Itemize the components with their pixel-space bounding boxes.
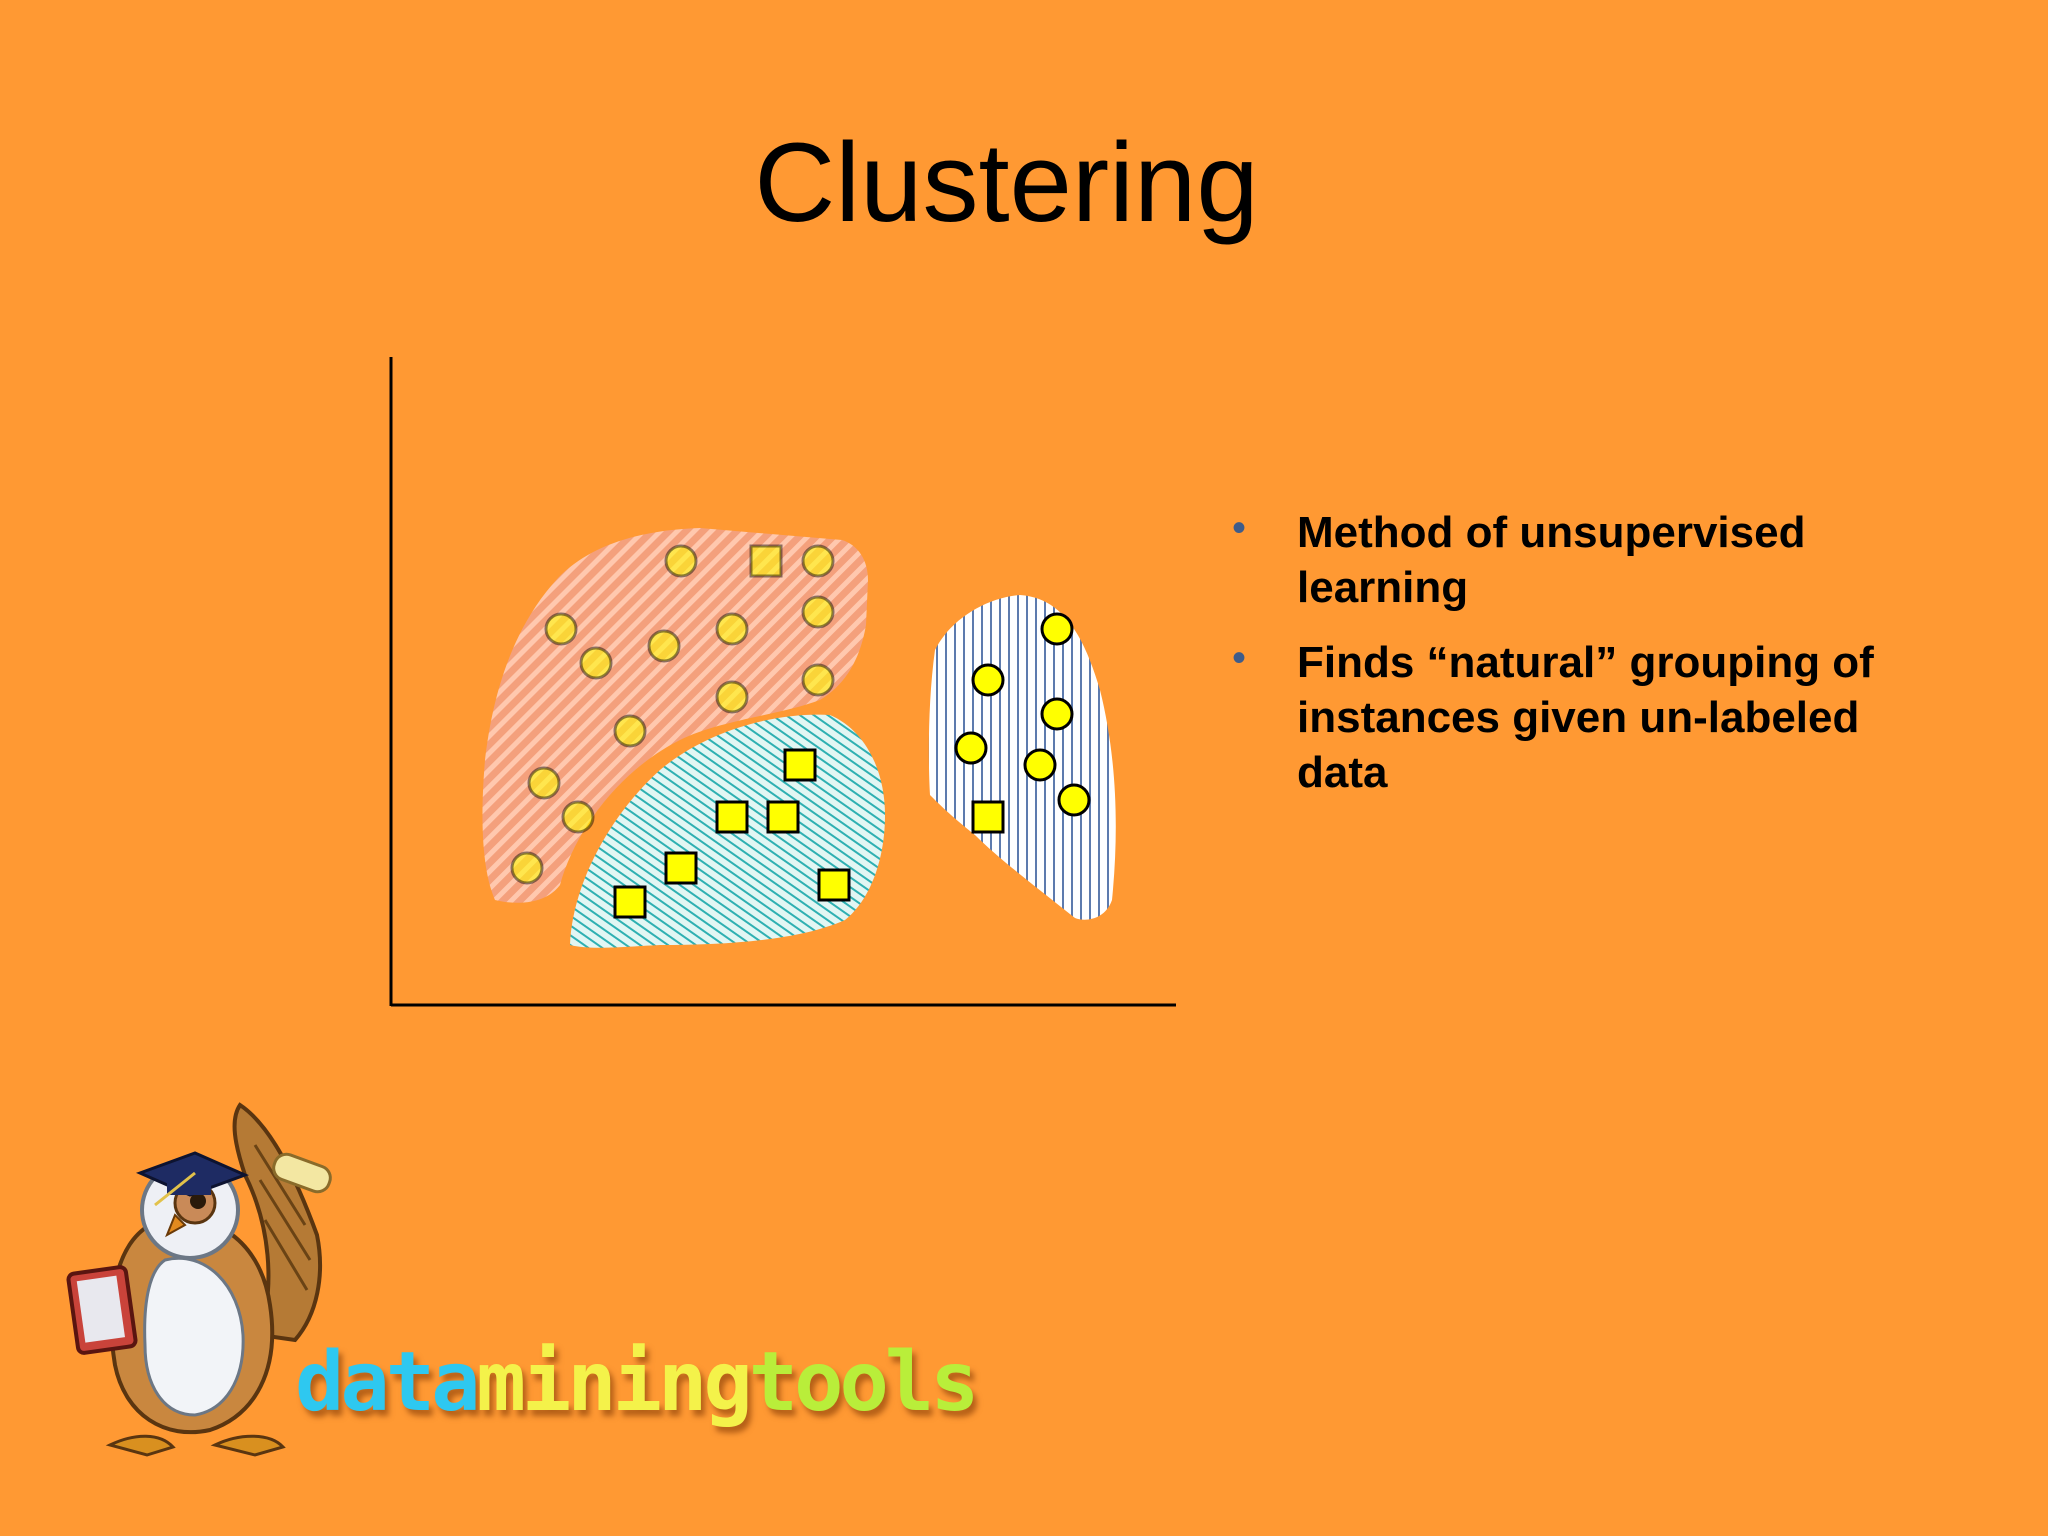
circle-point [1057, 783, 1091, 817]
circle-point [954, 731, 988, 765]
circle-point [613, 714, 647, 748]
circle-point [544, 612, 578, 646]
owl-graduate-icon [66, 1102, 332, 1457]
bullet-text: Method of unsupervised learning [1297, 508, 1806, 612]
circle-point [664, 544, 698, 578]
square-point [766, 800, 800, 834]
logo-part-tools: tools [748, 1335, 980, 1430]
circle-point [801, 595, 835, 629]
circle-point [1023, 748, 1057, 782]
square-point [749, 544, 783, 578]
brand-logo: dataminingtools [295, 1335, 980, 1430]
bullet-list: • Method of unsupervised learning • Find… [1232, 505, 1932, 820]
circle-point [579, 646, 613, 680]
data-points [510, 544, 1091, 919]
square-point [817, 868, 851, 902]
slide-title: Clustering [754, 120, 1259, 245]
circle-point [801, 544, 835, 578]
circle-point [561, 800, 595, 834]
circle-point [1040, 697, 1074, 731]
logo-part-mining: mining [476, 1335, 752, 1430]
square-point [971, 800, 1005, 834]
bullet-marker: • [1232, 506, 1247, 550]
circle-point [801, 663, 835, 697]
bullet-item: • Method of unsupervised learning [1232, 505, 1932, 615]
bullet-marker: • [1232, 636, 1247, 680]
circle-point [527, 766, 561, 800]
circle-point [647, 629, 681, 663]
square-point [715, 800, 749, 834]
square-point [664, 851, 698, 885]
circle-point [971, 663, 1005, 697]
cluster-c-region [928, 595, 1116, 920]
square-point [613, 885, 647, 919]
circle-point [715, 680, 749, 714]
logo-part-data: data [295, 1335, 480, 1430]
circle-point [715, 612, 749, 646]
circle-point [510, 851, 544, 885]
square-point [783, 748, 817, 782]
bullet-item: • Finds “natural” grouping of instances … [1232, 635, 1932, 800]
bullet-text: Finds “natural” grouping of instances gi… [1297, 638, 1874, 797]
circle-point [1040, 612, 1074, 646]
